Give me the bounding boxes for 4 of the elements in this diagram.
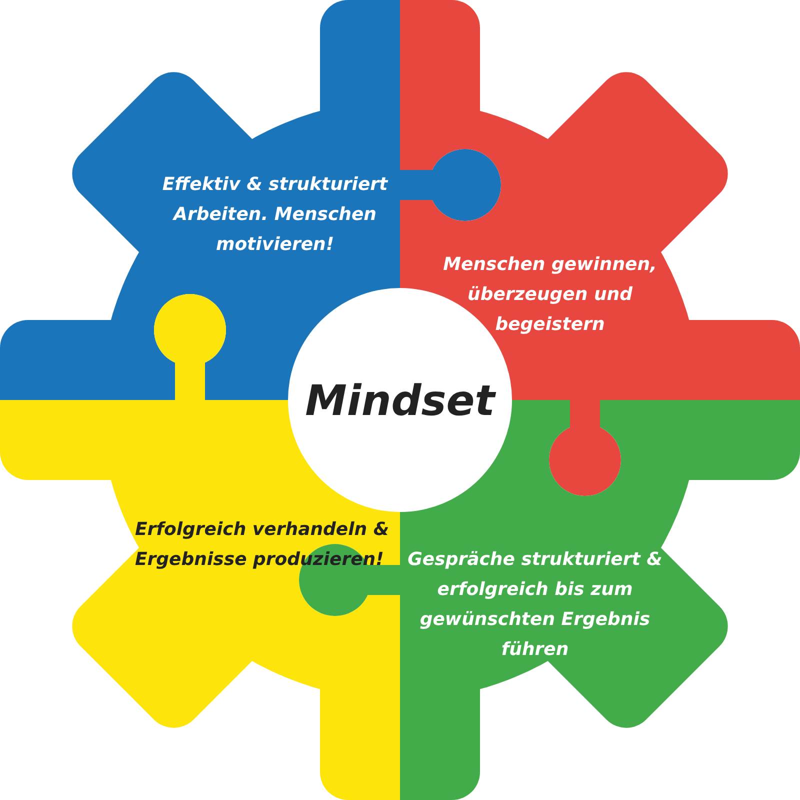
piece-text: Gespräche strukturiert & erfolgreich bis zum gewünschten Ergebnis führen	[406, 548, 664, 662]
piece-text: Effektiv & strukturiert Arbeiten. Menschen motivieren!	[161, 173, 390, 257]
center-label: Mindset	[305, 376, 495, 424]
piece-text: Menschen gewinnen, überzeugen und begeistern	[442, 253, 658, 337]
